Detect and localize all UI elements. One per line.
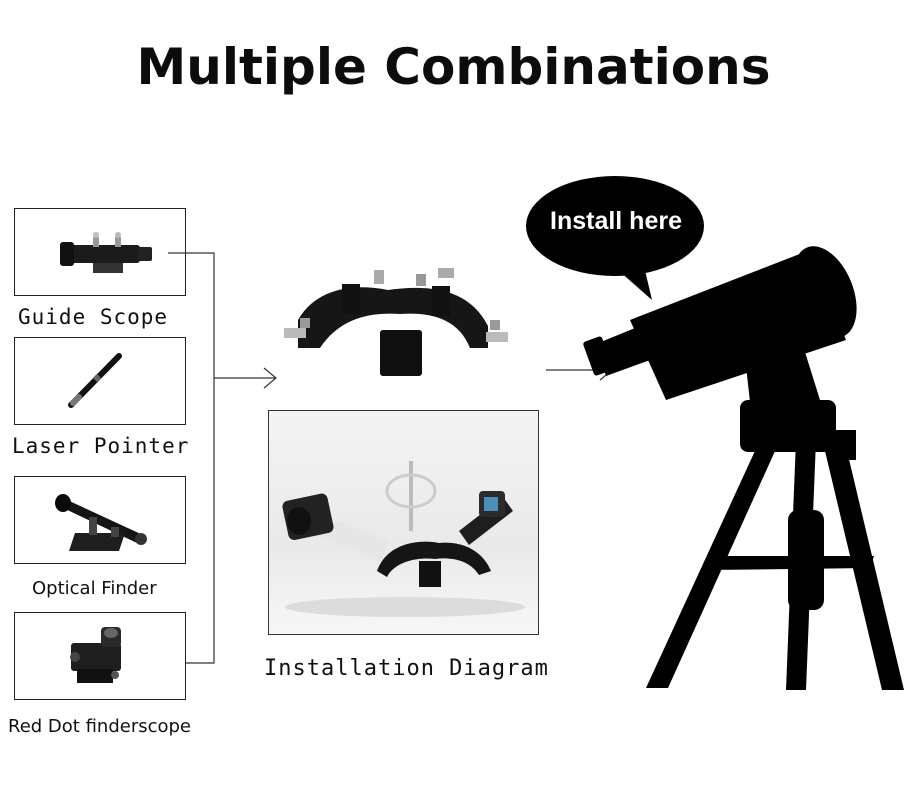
page-title: Multiple Combinations — [136, 38, 771, 96]
guide-scope-label: Guide Scope — [18, 305, 169, 329]
optical-finder-label: Optical Finder — [32, 578, 157, 599]
guide-scope-box — [14, 208, 186, 296]
guide-scope-icon — [60, 232, 152, 273]
installation-diagram-image — [268, 410, 539, 635]
laser-pointer-box — [14, 337, 186, 425]
installation-caption: Installation Diagram — [264, 656, 549, 681]
installation-photo-icon — [281, 461, 525, 617]
red-dot-finderscope-icon — [70, 627, 121, 683]
optical-finder-icon — [55, 494, 147, 551]
laser-pointer-icon — [68, 353, 122, 408]
install-here-text: Install here — [550, 207, 682, 235]
red-dot-box — [14, 612, 186, 700]
optical-finder-box — [14, 476, 186, 564]
red-dot-label: Red Dot finderscope — [8, 716, 192, 737]
laser-pointer-label: Laser Pointer — [12, 434, 190, 458]
